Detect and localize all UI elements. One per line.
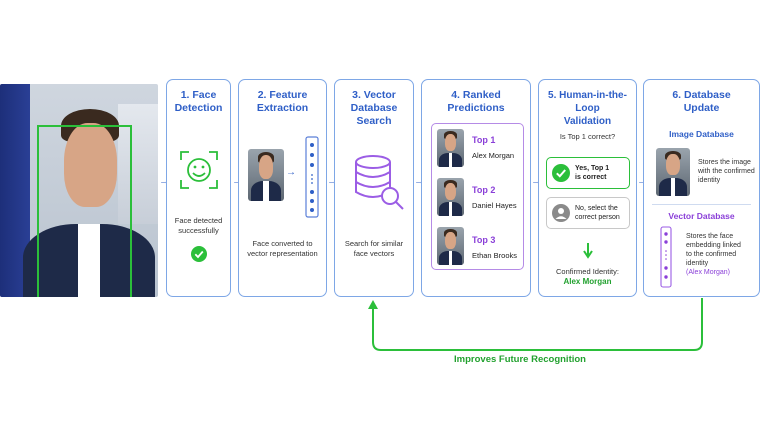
vector-database-identity: (Alex Morgan)	[686, 269, 730, 276]
face-crop-thumbnail	[248, 149, 284, 201]
input-portrait-image	[0, 84, 158, 297]
prediction-name: Daniel Hayes	[472, 201, 517, 210]
prediction-thumbnail	[437, 178, 464, 216]
arrow-right-icon: →	[232, 176, 243, 187]
prediction-rank: Top 1	[472, 135, 496, 145]
person-figure	[20, 94, 158, 297]
vector-database-title: Vector Database	[668, 211, 735, 221]
confirmed-identity-label: Confirmed Identity:	[556, 267, 619, 276]
prediction-thumbnail	[437, 227, 464, 265]
validation-question: Is Top 1 correct?	[559, 132, 616, 141]
check-circle-icon	[552, 164, 570, 182]
face-scan-icon	[180, 151, 218, 189]
predictions-list: Top 1 Alex Morgan Top 2 Daniel Hayes Top…	[431, 123, 524, 270]
arrow-right-icon: →	[414, 175, 425, 187]
arrow-right-icon: →	[159, 175, 170, 187]
embedding-vector-icon	[660, 226, 672, 288]
arrow-right-icon: →	[327, 175, 338, 187]
prediction-rank: Top 2	[472, 185, 496, 195]
arrow-down-icon	[583, 243, 593, 259]
prediction-rank: Top 3	[472, 235, 496, 245]
feedback-loop-label: Improves Future Recognition	[454, 354, 586, 365]
stored-image-thumbnail	[656, 148, 690, 196]
database-search-icon	[355, 155, 404, 210]
prediction-name: Ethan Brooks	[472, 251, 518, 260]
face-bounding-box	[37, 125, 132, 297]
prediction-thumbnail	[437, 129, 464, 167]
prediction-name: Alex Morgan	[472, 151, 515, 160]
confirmed-identity-name: Alex Morgan	[563, 277, 612, 286]
image-database-title: Image Database	[669, 129, 734, 139]
section-divider	[652, 204, 751, 205]
feature-vector-icon	[305, 136, 319, 218]
building-background	[118, 104, 158, 224]
arrow-right-icon: →	[286, 167, 296, 178]
arrow-right-icon: →	[637, 176, 648, 187]
arrow-right-icon: →	[531, 175, 542, 187]
check-circle-icon	[191, 246, 207, 262]
user-icon	[552, 204, 570, 222]
